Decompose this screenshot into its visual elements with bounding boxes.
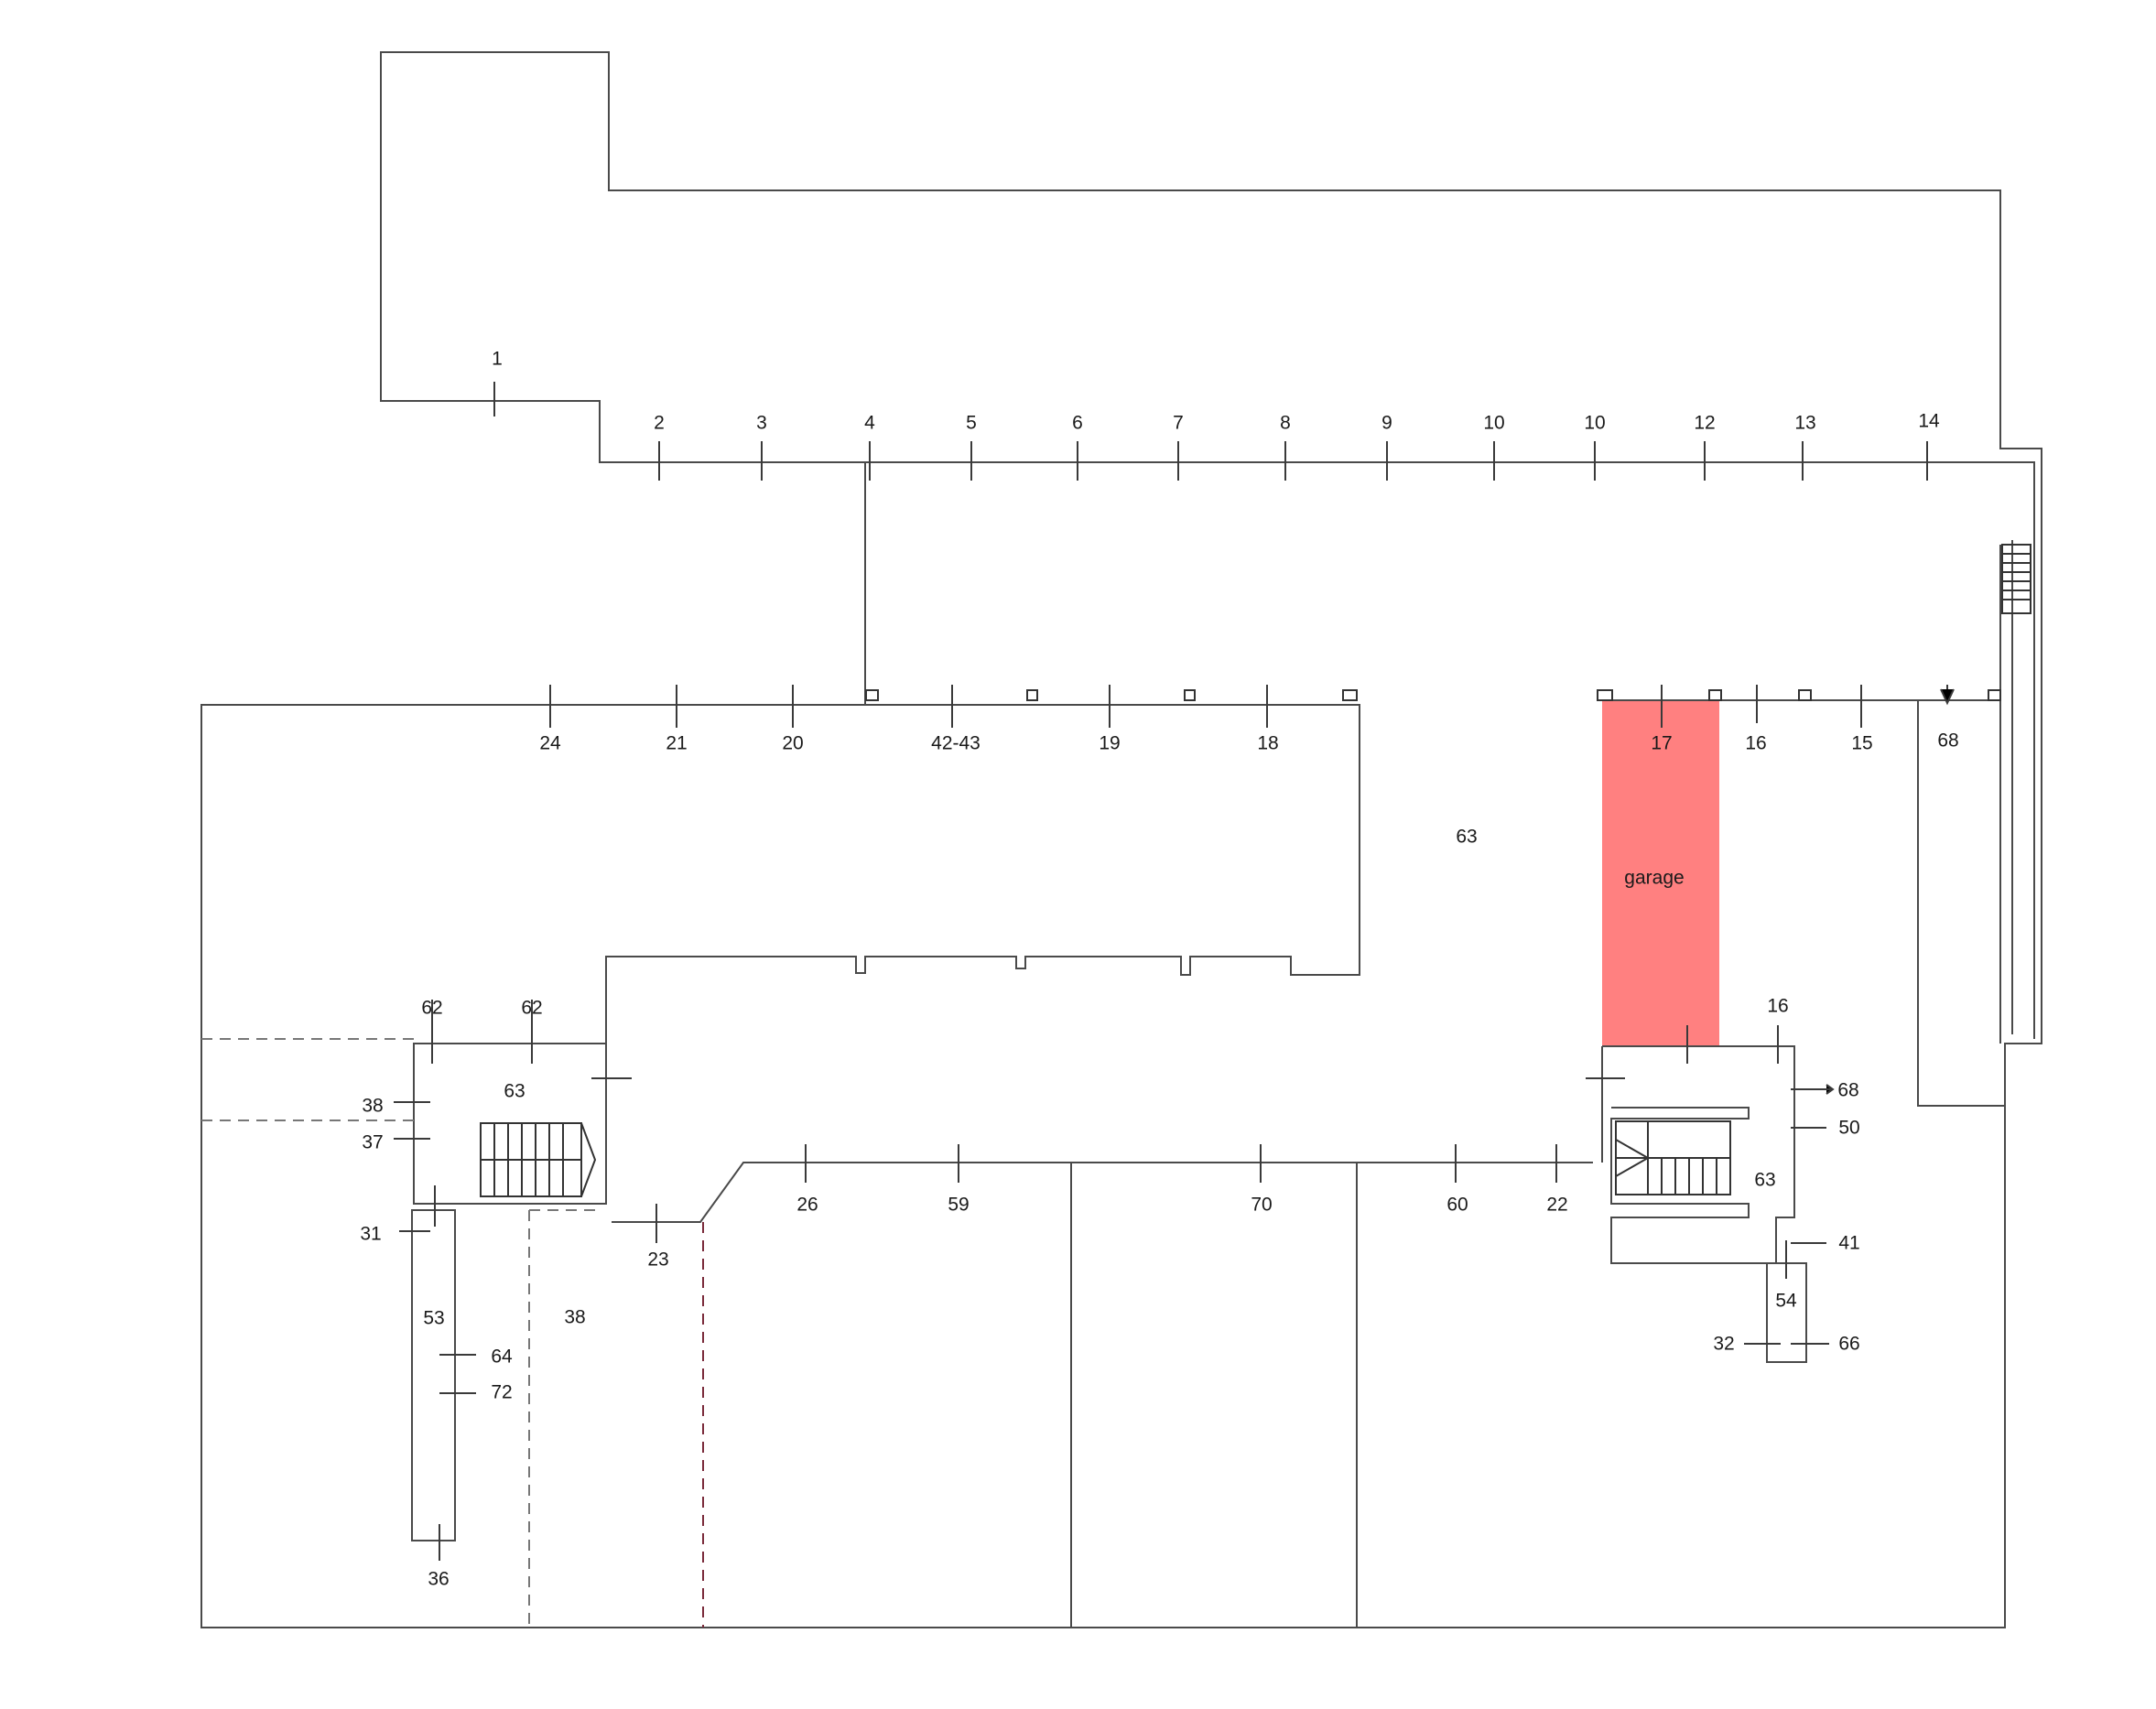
label-15: 15 xyxy=(1851,733,1872,754)
label-41: 41 xyxy=(1838,1233,1859,1254)
label-38-b: 38 xyxy=(564,1307,585,1328)
label-2: 2 xyxy=(654,413,665,434)
label-20: 20 xyxy=(782,733,803,754)
label-5: 5 xyxy=(966,413,977,434)
label-6: 6 xyxy=(1072,413,1083,434)
label-64: 64 xyxy=(491,1347,513,1368)
right-corridor xyxy=(1999,540,2013,1044)
label-22: 22 xyxy=(1546,1195,1567,1216)
rooms-row-line xyxy=(605,704,1360,1204)
label-54: 54 xyxy=(1775,1291,1797,1312)
label-8: 8 xyxy=(1280,413,1291,434)
label-9: 9 xyxy=(1381,413,1392,434)
label-63-left: 63 xyxy=(504,1081,525,1102)
label-21: 21 xyxy=(666,733,687,754)
label-17: 17 xyxy=(1651,733,1672,754)
label-4: 4 xyxy=(864,413,875,434)
left-stairs xyxy=(480,1122,597,1197)
column-markers xyxy=(865,689,2001,701)
room-labels: 1 2 3 4 5 6 7 8 9 10 10 12 13 14 24 21 2… xyxy=(360,349,1958,1590)
corridor-wall-top xyxy=(600,461,2035,1039)
label-68-right: 68 xyxy=(1837,1080,1858,1101)
label-53: 53 xyxy=(423,1308,444,1329)
right-col-wall xyxy=(1917,700,2005,1107)
label-72: 72 xyxy=(491,1382,512,1403)
left-narrow-room xyxy=(411,1209,456,1541)
label-38-a: 38 xyxy=(362,1096,383,1117)
label-62-b: 62 xyxy=(521,998,542,1019)
room-23-wall xyxy=(612,1162,1593,1223)
label-37: 37 xyxy=(362,1132,383,1153)
label-32: 32 xyxy=(1713,1334,1734,1355)
label-10-b: 10 xyxy=(1584,413,1605,434)
label-50: 50 xyxy=(1838,1118,1859,1139)
label-63-right: 63 xyxy=(1754,1170,1775,1191)
label-3: 3 xyxy=(756,413,767,434)
label-12: 12 xyxy=(1694,413,1715,434)
label-23: 23 xyxy=(647,1249,668,1271)
tick-marks xyxy=(394,382,1955,1561)
label-18: 18 xyxy=(1257,733,1278,754)
label-19: 19 xyxy=(1099,733,1120,754)
garage-highlight[interactable] xyxy=(1602,700,1719,1046)
label-13: 13 xyxy=(1794,413,1815,434)
label-24: 24 xyxy=(539,733,561,754)
upper-wing-wall xyxy=(200,51,2042,1628)
garage-label: garage xyxy=(1624,868,1684,889)
left-stair-block xyxy=(413,1043,607,1205)
label-59: 59 xyxy=(948,1195,969,1216)
label-16-top: 16 xyxy=(1745,733,1766,754)
label-16-right: 16 xyxy=(1767,996,1788,1017)
label-66: 66 xyxy=(1838,1334,1859,1355)
label-26: 26 xyxy=(796,1195,818,1216)
label-36: 36 xyxy=(428,1569,449,1590)
label-1: 1 xyxy=(492,349,503,370)
label-63-center: 63 xyxy=(1456,827,1477,848)
label-42-43: 42-43 xyxy=(931,733,980,754)
edge-stair xyxy=(2001,544,2031,614)
right-stairs xyxy=(1615,1120,1731,1195)
label-31: 31 xyxy=(360,1224,381,1245)
label-7: 7 xyxy=(1173,413,1184,434)
label-10-a: 10 xyxy=(1483,413,1504,434)
room-38-dashed xyxy=(528,1209,595,1628)
label-68-top: 68 xyxy=(1937,730,1958,752)
right-stair-block xyxy=(1601,1045,1795,1264)
label-14: 14 xyxy=(1918,411,1940,432)
label-70: 70 xyxy=(1251,1195,1272,1216)
label-60: 60 xyxy=(1446,1195,1468,1216)
label-62-a: 62 xyxy=(421,998,442,1019)
